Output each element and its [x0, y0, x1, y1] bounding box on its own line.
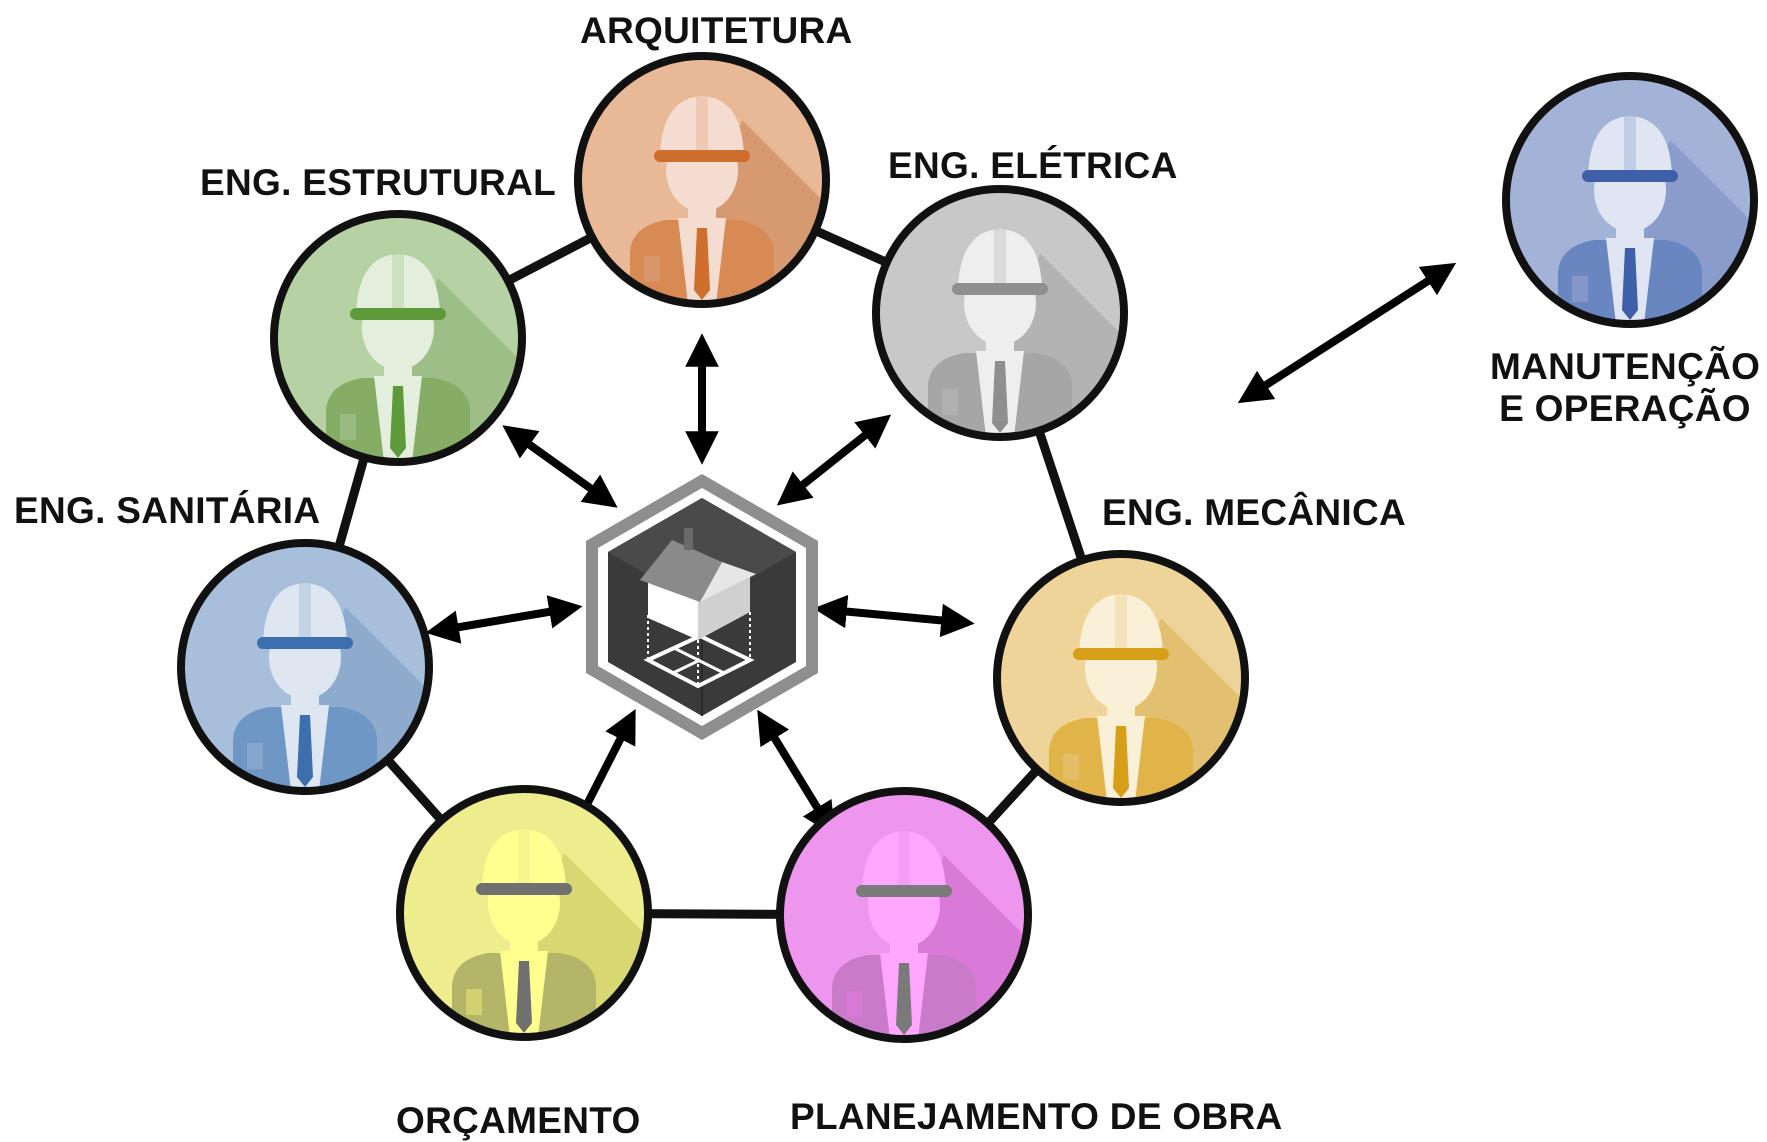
- arrow-mecanica: [813, 594, 975, 638]
- house-model-icon: [640, 528, 756, 689]
- label-sanitaria: ENG. SANITÁRIA: [14, 490, 321, 531]
- avatar-planejamento: [776, 787, 1032, 1043]
- label-manutencao-line2: E OPERAÇÃO: [1499, 388, 1751, 429]
- label-manutencao: MANUTENÇÃO E OPERAÇÃO: [1490, 346, 1760, 430]
- label-planejamento: PLANEJAMENTO DE OBRA: [790, 1096, 1283, 1137]
- label-estrutural: ENG. ESTRUTURAL: [200, 162, 556, 203]
- label-eletrica: ENG. ELÉTRICA: [888, 145, 1178, 186]
- arrow-sanitaria: [425, 595, 583, 644]
- engineer-avatar-icon: [452, 829, 596, 1037]
- engineer-avatar-icon: [630, 96, 774, 304]
- engineer-avatar-icon: [1049, 594, 1193, 802]
- avatar-arquitetura: [574, 52, 830, 308]
- label-manutencao-line1: MANUTENÇÃO: [1490, 346, 1761, 387]
- engineer-avatar-icon: [832, 831, 976, 1039]
- engineer-avatar-icon: [233, 583, 377, 791]
- label-mecanica: ENG. MECÂNICA: [1102, 492, 1407, 533]
- arrow-eletrica: [776, 414, 892, 506]
- avatar-mecanica: [993, 550, 1249, 806]
- arrow-manutencao: [1237, 262, 1457, 404]
- engineer-avatar-icon: [326, 254, 470, 462]
- engineer-avatar-icon: [928, 229, 1072, 437]
- arrow-planejamento: [757, 709, 835, 837]
- label-arquitetura: ARQUITETURA: [580, 10, 853, 51]
- arrow-estrutural: [502, 425, 618, 508]
- connection-arrows: [425, 262, 1457, 837]
- avatar-estrutural: [270, 210, 526, 466]
- bim-model-hexagon: [586, 474, 818, 740]
- engineer-avatar-icon: [1558, 116, 1702, 324]
- label-orcamento: ORÇAMENTO: [396, 1100, 641, 1141]
- avatar-orcamento: [396, 785, 652, 1041]
